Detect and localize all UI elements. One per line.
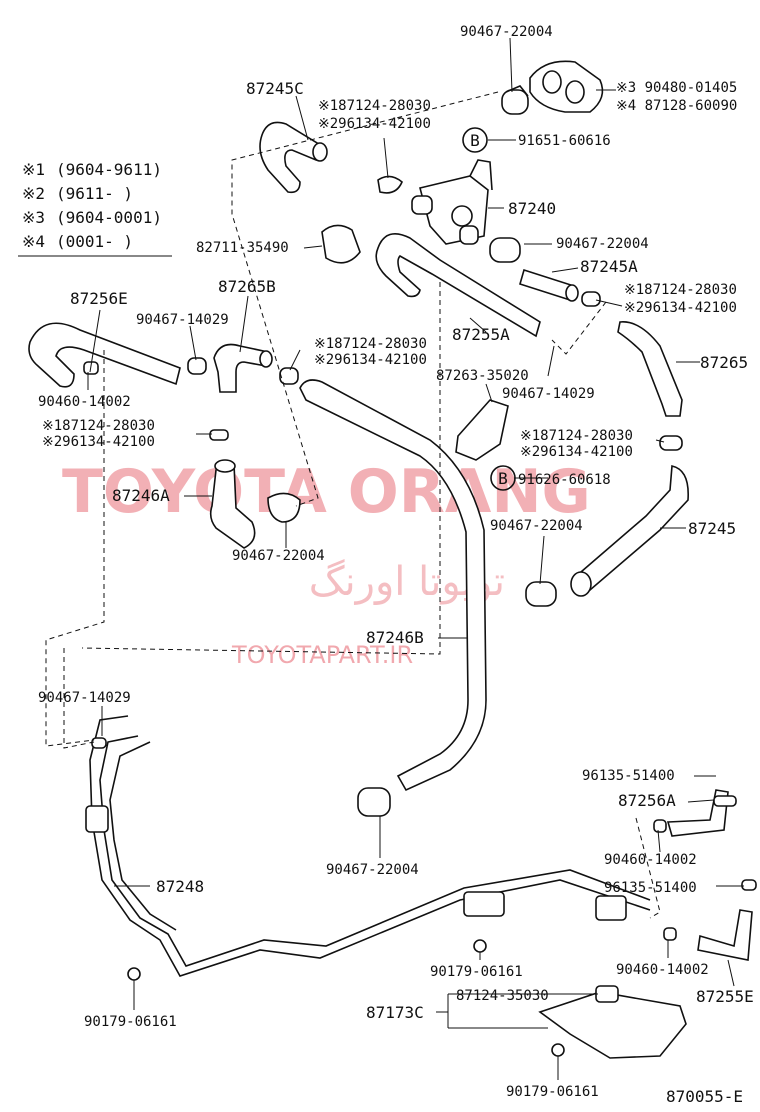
label-90179-06161-a: 90179-06161 xyxy=(430,964,523,980)
label-96134-42100-e: ※296134-42100 xyxy=(520,444,633,460)
label-87245: 87245 xyxy=(688,519,736,538)
legend-range-3: (9604-0001) xyxy=(56,208,162,227)
bracket-87263 xyxy=(455,399,509,461)
label-90467-14029-b: 90467-14029 xyxy=(502,386,595,402)
label-90467-22004-top: 90467-22004 xyxy=(460,24,553,40)
label-87248: 87248 xyxy=(156,877,204,896)
label-87124-28030-e: ※187124-28030 xyxy=(520,428,633,444)
label-87263-35020: 87263-35020 xyxy=(436,368,529,384)
legend-range-2: (9611- ) xyxy=(56,184,133,203)
watermark-site: TOYOTAPART.IR xyxy=(231,641,413,669)
label-87245a: 87245A xyxy=(580,257,638,276)
leader-lines xyxy=(87,37,744,1080)
callout-b-2-circle xyxy=(490,465,516,491)
label-96135-51400-b: 96135-51400 xyxy=(604,880,697,896)
label-87173c: 87173C xyxy=(366,1003,424,1022)
clamp-small-2 xyxy=(581,291,601,307)
label-90480-01405: ※3 90480-01405 xyxy=(616,80,737,96)
legend-range-1: (9604-9611) xyxy=(56,160,162,179)
hose-87245 xyxy=(572,465,689,592)
label-87256a: 87256A xyxy=(618,791,676,810)
label-91651-60616: 91651-60616 xyxy=(518,133,611,149)
label-90460-14002-b: 90460-14002 xyxy=(604,852,697,868)
legend-range-4: (0001- ) xyxy=(56,232,133,251)
clamp-bottom xyxy=(357,787,391,817)
label-90467-22004-b: 90467-22004 xyxy=(556,236,649,252)
label-82711-35490: 82711-35490 xyxy=(196,240,289,256)
label-90467-22004-d: 90467-22004 xyxy=(232,548,325,564)
callout-b-1: B xyxy=(470,131,480,150)
label-87240: 87240 xyxy=(508,199,556,218)
label-870055-e: 870055-E xyxy=(666,1087,743,1106)
callout-b-1-circle xyxy=(462,127,488,153)
legend-mark-3: ※3 xyxy=(22,208,45,227)
label-87245c: 87245C xyxy=(246,79,304,98)
grommet-part xyxy=(529,60,604,113)
hose-87265 xyxy=(617,321,683,417)
label-87265: 87265 xyxy=(700,353,748,372)
hose-87255a xyxy=(375,232,541,338)
label-87124-28030-a: ※187124-28030 xyxy=(318,98,431,114)
label-96134-42100-d: ※296134-42100 xyxy=(42,434,155,450)
clamp-87245a xyxy=(489,237,521,263)
label-90460-14002-a: 90460-14002 xyxy=(38,394,131,410)
label-91626-60618: 91626-60618 xyxy=(518,472,611,488)
clip-82711 xyxy=(321,224,361,264)
label-90179-06161-c: 90179-06161 xyxy=(506,1084,599,1100)
watermark-brand: TOYOTA ORANG xyxy=(62,457,591,527)
label-87246a: 87246A xyxy=(112,486,170,505)
label-96134-42100-c: ※296134-42100 xyxy=(314,352,427,368)
label-90179-06161-b: 90179-06161 xyxy=(84,1014,177,1030)
label-87255a: 87255A xyxy=(452,325,510,344)
dashed-connectors xyxy=(45,91,661,919)
clamp-top xyxy=(501,85,529,115)
label-90467-22004-e: 90467-22004 xyxy=(326,862,419,878)
bolt-2 xyxy=(473,939,487,953)
legend: ※1 (9604-9611) ※2 (9611- ) ※3 (9604-0001… xyxy=(18,160,172,257)
part-labels: 90467-22004 ※3 90480-01405 ※4 87128-6009… xyxy=(38,24,754,1106)
label-87124-28030-d: ※187124-28030 xyxy=(42,418,155,434)
label-96135-51400-a: 96135-51400 xyxy=(582,768,675,784)
legend-mark-2: ※2 xyxy=(22,184,45,203)
bolt-1 xyxy=(127,967,141,981)
hose-87246b xyxy=(299,379,487,792)
bolt-3 xyxy=(551,1043,565,1057)
label-87124-28030-c: ※187124-28030 xyxy=(314,336,427,352)
clamp-small-1 xyxy=(377,175,403,194)
label-90460-14002-c: 90460-14002 xyxy=(616,962,709,978)
hose-87265b xyxy=(213,343,269,393)
label-90467-22004-c: 90467-22004 xyxy=(490,518,583,534)
hose-87255e xyxy=(697,909,753,961)
label-87255e: 87255E xyxy=(696,987,754,1006)
callout-b-2: B xyxy=(498,469,508,488)
valve-87240 xyxy=(411,159,493,245)
label-87124-35030: 87124-35030 xyxy=(456,988,549,1004)
label-87128-60090: ※4 87128-60090 xyxy=(616,98,737,114)
hose-87245c xyxy=(259,121,324,194)
label-87256e: 87256E xyxy=(70,289,128,308)
pipe-87248 xyxy=(85,715,651,977)
label-96134-42100-b: ※296134-42100 xyxy=(624,300,737,316)
label-87246b: 87246B xyxy=(366,628,424,647)
hose-87256e xyxy=(28,322,181,388)
legend-mark-4: ※4 xyxy=(22,232,45,251)
label-90467-14029-c: 90467-14029 xyxy=(38,690,131,706)
label-90467-14029-a: 90467-14029 xyxy=(136,312,229,328)
legend-mark-1: ※1 xyxy=(22,160,45,179)
label-87124-28030-b: ※187124-28030 xyxy=(624,282,737,298)
parts-drawing xyxy=(28,60,757,1059)
label-87265b: 87265B xyxy=(218,277,276,296)
label-96134-42100-a: ※296134-42100 xyxy=(318,116,431,132)
hose-87256a xyxy=(666,789,729,837)
